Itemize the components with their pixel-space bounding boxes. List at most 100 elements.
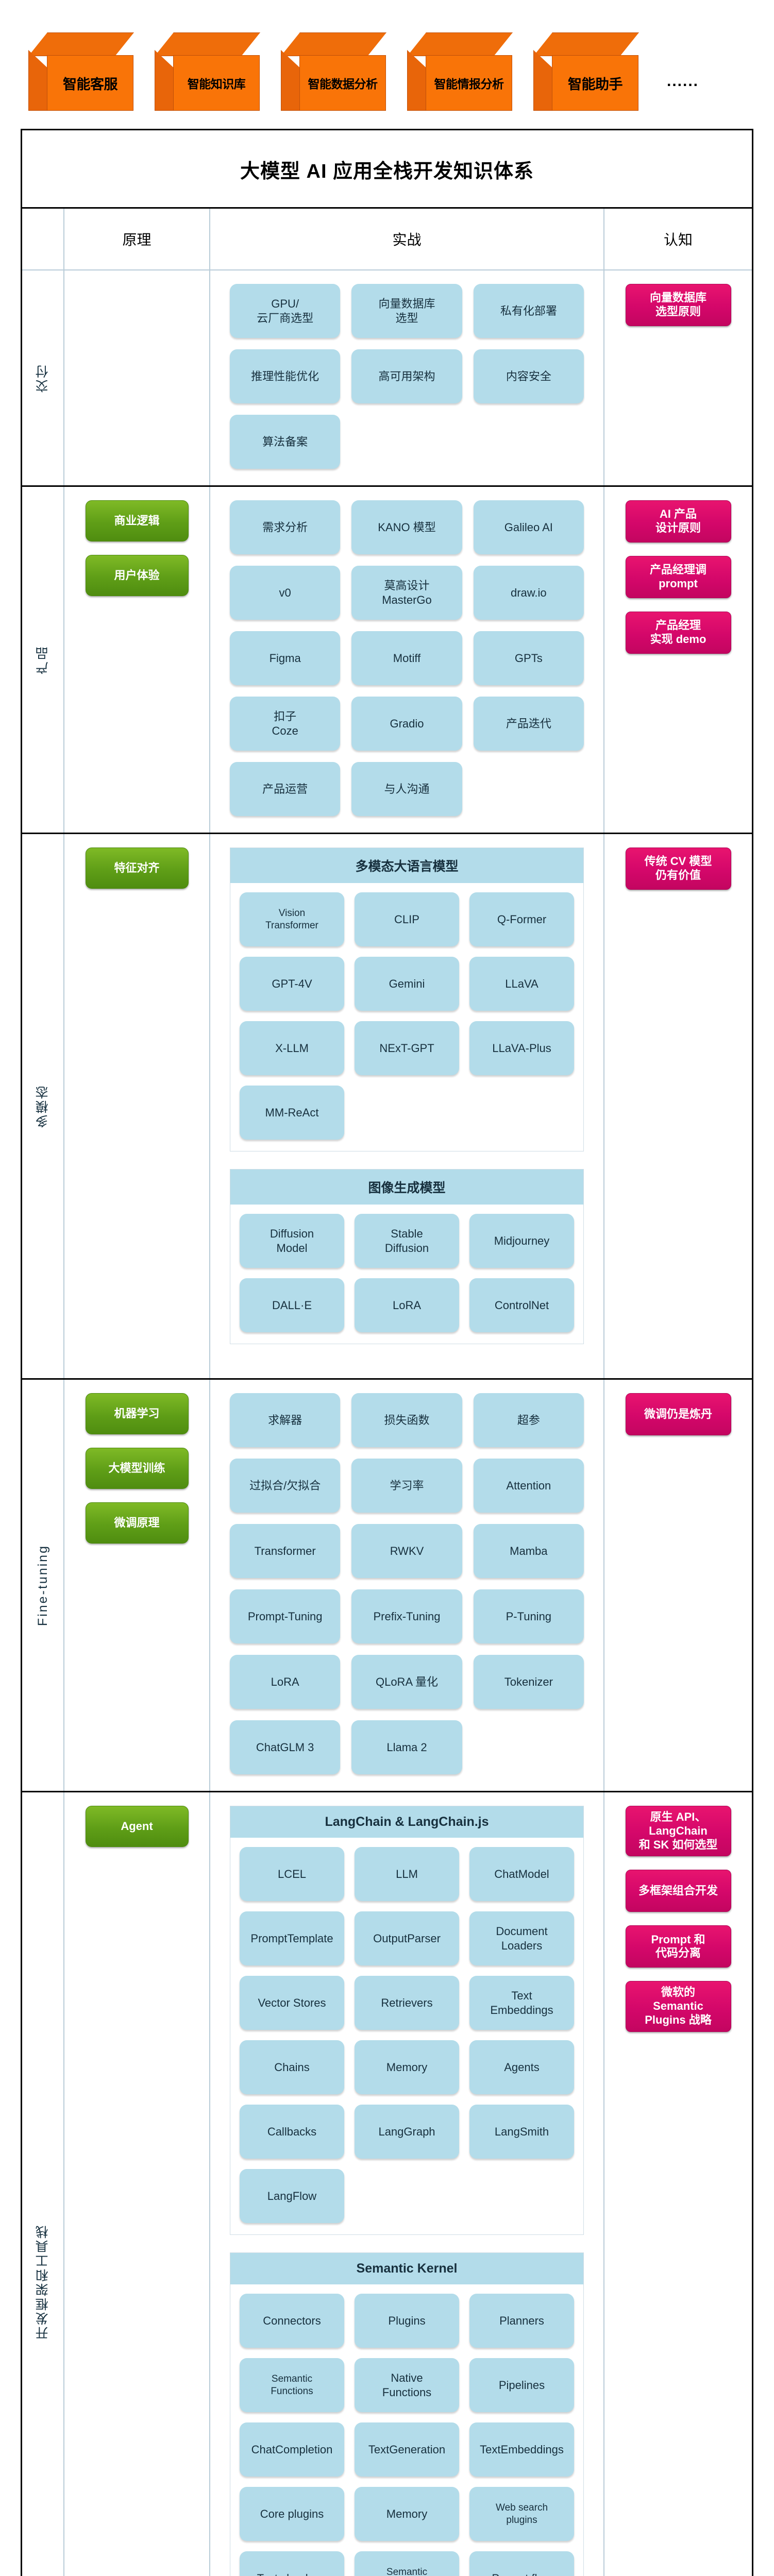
practice-chip[interactable]: Core plugins (240, 2487, 344, 2541)
practice-chip[interactable]: Pipelines (469, 2358, 574, 2412)
practice-chip[interactable]: Llama 2 (351, 1720, 462, 1774)
practice-chip[interactable]: OutputParser (355, 1911, 459, 1965)
practice-chip[interactable]: Transformer (230, 1524, 341, 1578)
practice-chip[interactable]: LLM (355, 1847, 459, 1901)
practice-chip[interactable]: Chains (240, 2040, 344, 2094)
practice-chip[interactable]: LangSmith (469, 2105, 574, 2159)
practice-chip[interactable]: LLaVA (469, 957, 574, 1011)
practice-chip[interactable]: RWKV (351, 1524, 462, 1578)
practice-chip[interactable]: 向量数据库选型 (351, 284, 462, 338)
practice-chip[interactable]: 算法备案 (230, 415, 341, 469)
cognition-chip[interactable]: 多框架组合开发 (625, 1870, 731, 1912)
practice-chip[interactable]: LLaVA-Plus (469, 1021, 574, 1075)
practice-chip[interactable]: 私有化部署 (473, 284, 584, 338)
practice-chip[interactable]: X-LLM (240, 1021, 344, 1075)
practice-chip[interactable]: Q-Former (469, 892, 574, 946)
practice-chip[interactable]: Motiff (351, 631, 462, 685)
practice-chip[interactable]: 与人沟通 (351, 762, 462, 816)
cognition-chip[interactable]: 产品经理实现 demo (625, 612, 731, 654)
practice-chip[interactable]: Memory (355, 2040, 459, 2094)
practice-chip[interactable]: 损失函数 (351, 1393, 462, 1447)
practice-chip[interactable]: 需求分析 (230, 500, 341, 554)
practice-chip[interactable]: NExT-GPT (355, 1021, 459, 1075)
practice-chip[interactable]: Memory (355, 2487, 459, 2541)
practice-chip[interactable]: Gradio (351, 697, 462, 751)
practice-chip[interactable]: P-Tuning (473, 1589, 584, 1643)
practice-chip[interactable]: GPU/云厂商选型 (230, 284, 341, 338)
principle-chip[interactable]: 用户体验 (85, 555, 189, 596)
practice-chip[interactable]: draw.io (473, 566, 584, 620)
practice-chip[interactable]: Vector Stores (240, 1976, 344, 2030)
practice-chip[interactable]: 求解器 (230, 1393, 341, 1447)
practice-chip[interactable]: TextGeneration (355, 2422, 459, 2477)
practice-chip[interactable]: Prompt flow (469, 2551, 574, 2576)
practice-chip[interactable]: GPTs (473, 631, 584, 685)
practice-chip[interactable]: LCEL (240, 1847, 344, 1901)
practice-chip[interactable]: LoRA (355, 1278, 459, 1332)
practice-chip[interactable]: ChatGLM 3 (230, 1720, 341, 1774)
practice-chip[interactable]: Agents (469, 2040, 574, 2094)
principle-chip[interactable]: 机器学习 (85, 1393, 189, 1434)
practice-chip[interactable]: ChatCompletion (240, 2422, 344, 2477)
cognition-chip[interactable]: 向量数据库选型原则 (625, 284, 731, 326)
practice-chip[interactable]: 超参 (473, 1393, 584, 1447)
practice-chip[interactable]: Galileo AI (473, 500, 584, 554)
cognition-chip[interactable]: AI 产品设计原则 (625, 500, 731, 543)
practice-chip[interactable]: Callbacks (240, 2105, 344, 2159)
practice-chip[interactable]: Mamba (473, 1524, 584, 1578)
practice-chip[interactable]: Prompt-Tuning (230, 1589, 341, 1643)
practice-chip[interactable]: GPT-4V (240, 957, 344, 1011)
practice-chip[interactable]: ControlNet (469, 1278, 574, 1332)
principle-chip[interactable]: 微调原理 (85, 1502, 189, 1544)
practice-chip[interactable]: Figma (230, 631, 341, 685)
practice-chip[interactable]: Midjourney (469, 1214, 574, 1268)
practice-chip[interactable]: 推理性能优化 (230, 349, 341, 403)
practice-chip[interactable]: PromptTemplate (240, 1911, 344, 1965)
practice-chip[interactable]: 高可用架构 (351, 349, 462, 403)
practice-chip[interactable]: DALL·E (240, 1278, 344, 1332)
practice-chip[interactable]: 过拟合/欠拟合 (230, 1459, 341, 1513)
cognition-chip[interactable]: 微调仍是炼丹 (625, 1393, 731, 1435)
practice-chip[interactable]: Plugins (355, 2294, 459, 2348)
practice-chip[interactable]: ChatModel (469, 1847, 574, 1901)
practice-chip[interactable]: v0 (230, 566, 341, 620)
practice-chip[interactable]: 产品迭代 (473, 697, 584, 751)
practice-chip[interactable]: KANO 模型 (351, 500, 462, 554)
practice-chip[interactable]: LangGraph (355, 2105, 459, 2159)
principle-chip[interactable]: 大模型训练 (85, 1448, 189, 1489)
practice-chip[interactable]: Text chunkers (240, 2551, 344, 2576)
practice-chip[interactable]: Connectors (240, 2294, 344, 2348)
cognition-chip[interactable]: 传统 CV 模型仍有价值 (625, 848, 731, 890)
practice-chip[interactable]: Prefix-Tuning (351, 1589, 462, 1643)
practice-chip[interactable]: LoRA (230, 1655, 341, 1709)
practice-chip[interactable]: 学习率 (351, 1459, 462, 1513)
practice-chip[interactable]: TextEmbeddings (469, 2422, 574, 2477)
practice-chip[interactable]: 产品运营 (230, 762, 341, 816)
practice-chip[interactable]: CLIP (355, 892, 459, 946)
practice-chip[interactable]: 内容安全 (473, 349, 584, 403)
practice-chip[interactable]: Attention (473, 1459, 584, 1513)
principle-chip[interactable]: 商业逻辑 (85, 500, 189, 541)
practice-chip[interactable]: Tokenizer (473, 1655, 584, 1709)
practice-chip[interactable]: MM-ReAct (240, 1086, 344, 1140)
practice-chip[interactable]: Gemini (355, 957, 459, 1011)
cognition-chip[interactable]: Prompt 和代码分离 (625, 1925, 731, 1968)
practice-chip[interactable]: QLoRA 量化 (351, 1655, 462, 1709)
practice-chip[interactable]: Retrievers (355, 1976, 459, 2030)
principle-chip[interactable]: 特征对齐 (85, 848, 189, 889)
principle-chip[interactable]: Agent (85, 1806, 189, 1847)
practice-chip[interactable]: LangFlow (240, 2169, 344, 2223)
